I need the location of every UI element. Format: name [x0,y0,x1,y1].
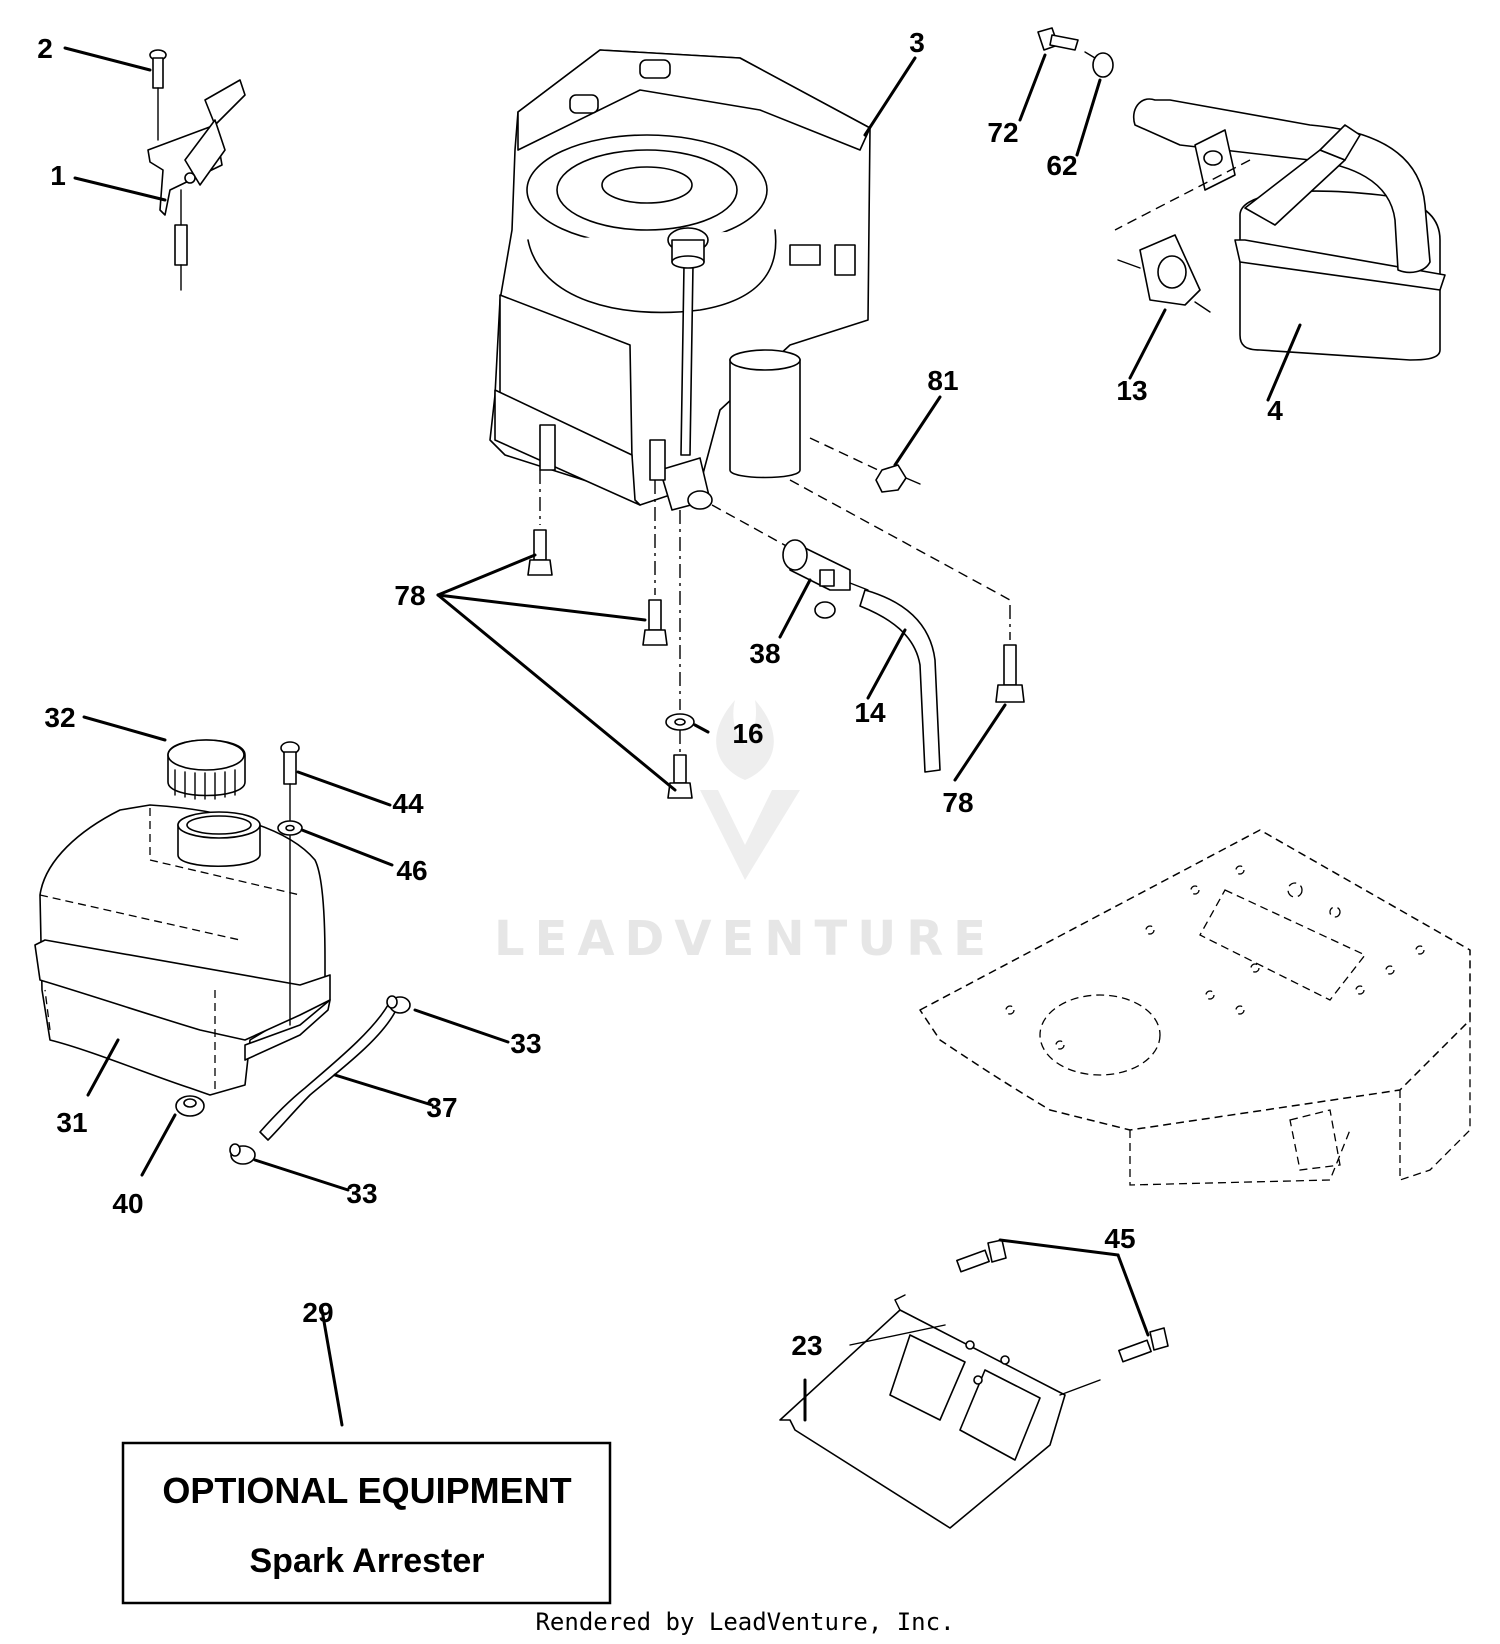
callout-33-upper: 33 [510,1028,541,1059]
screw-part-44 [280,741,300,821]
callout-4: 4 [1267,395,1283,426]
callout-2: 2 [37,33,53,64]
heat-shield-part-23 [779,1294,1101,1529]
bolt-part-45-upper [956,1239,1007,1273]
bolt-part-78-lower [667,730,693,799]
watermark-text: LEADVENTURE [494,911,996,967]
callout-3: 3 [909,27,925,58]
washer-part-16 [665,510,695,731]
bolt-part-78-left [527,470,553,576]
fuel-tank-part-31 [34,804,331,1096]
bolt-part-78-right [789,479,1025,703]
leader-lines [63,46,1302,1427]
washer-part-62 [1084,51,1114,78]
callout-14: 14 [854,697,886,728]
footer-credit: Rendered by LeadVenture, Inc. [535,1608,954,1636]
callout-37: 37 [426,1092,457,1123]
callout-13: 13 [1116,375,1147,406]
callout-44: 44 [392,788,424,819]
bolt-part-45-lower [1118,1327,1169,1363]
fuel-line-part-14 [859,589,941,773]
washer-part-46 [277,820,303,1026]
callout-72: 72 [987,117,1018,148]
optional-equipment-title: OPTIONAL EQUIPMENT [162,1470,571,1511]
bolt-part-72 [1037,27,1079,51]
callout-16: 16 [732,718,763,749]
callout-1: 1 [50,160,66,191]
throttle-control-part-1 [147,79,246,291]
screw-part-2 [149,49,167,141]
watermark: LEADVENTURE [494,700,996,967]
callout-40: 40 [112,1188,143,1219]
callout-29: 29 [302,1297,333,1328]
clamp-part-33-lower [229,1143,256,1165]
fuel-hose-part-37 [259,1004,396,1141]
fuel-filter-part-38 [711,504,869,619]
callouts: 2 1 3 72 62 13 4 81 78 38 14 16 78 32 44… [37,27,1283,1361]
callout-62: 62 [1046,150,1077,181]
optional-equipment-subtitle: Spark Arrester [250,1542,485,1580]
callout-33-lower: 33 [346,1178,377,1209]
callout-38: 38 [749,638,780,669]
callout-23: 23 [791,1330,822,1361]
callout-46: 46 [396,855,427,886]
engine-part-3 [489,49,871,511]
nut-part-81 [809,437,921,493]
callout-78-right: 78 [942,787,973,818]
optional-equipment-box: OPTIONAL EQUIPMENT Spark Arrester [121,1441,612,1605]
callout-78-group: 78 [394,580,425,611]
grommet-part-40 [175,1095,205,1117]
frame-reference [919,829,1471,1186]
bolt-part-78-middle [642,480,668,646]
callout-45: 45 [1104,1223,1135,1254]
callout-32: 32 [44,702,75,733]
muffler-part-4 [1133,98,1446,361]
callout-31: 31 [56,1107,87,1138]
callout-81: 81 [927,365,958,396]
gasket-part-13 [1114,159,1251,313]
clamp-part-33-upper [386,995,411,1014]
fuel-cap-part-32 [167,739,246,800]
